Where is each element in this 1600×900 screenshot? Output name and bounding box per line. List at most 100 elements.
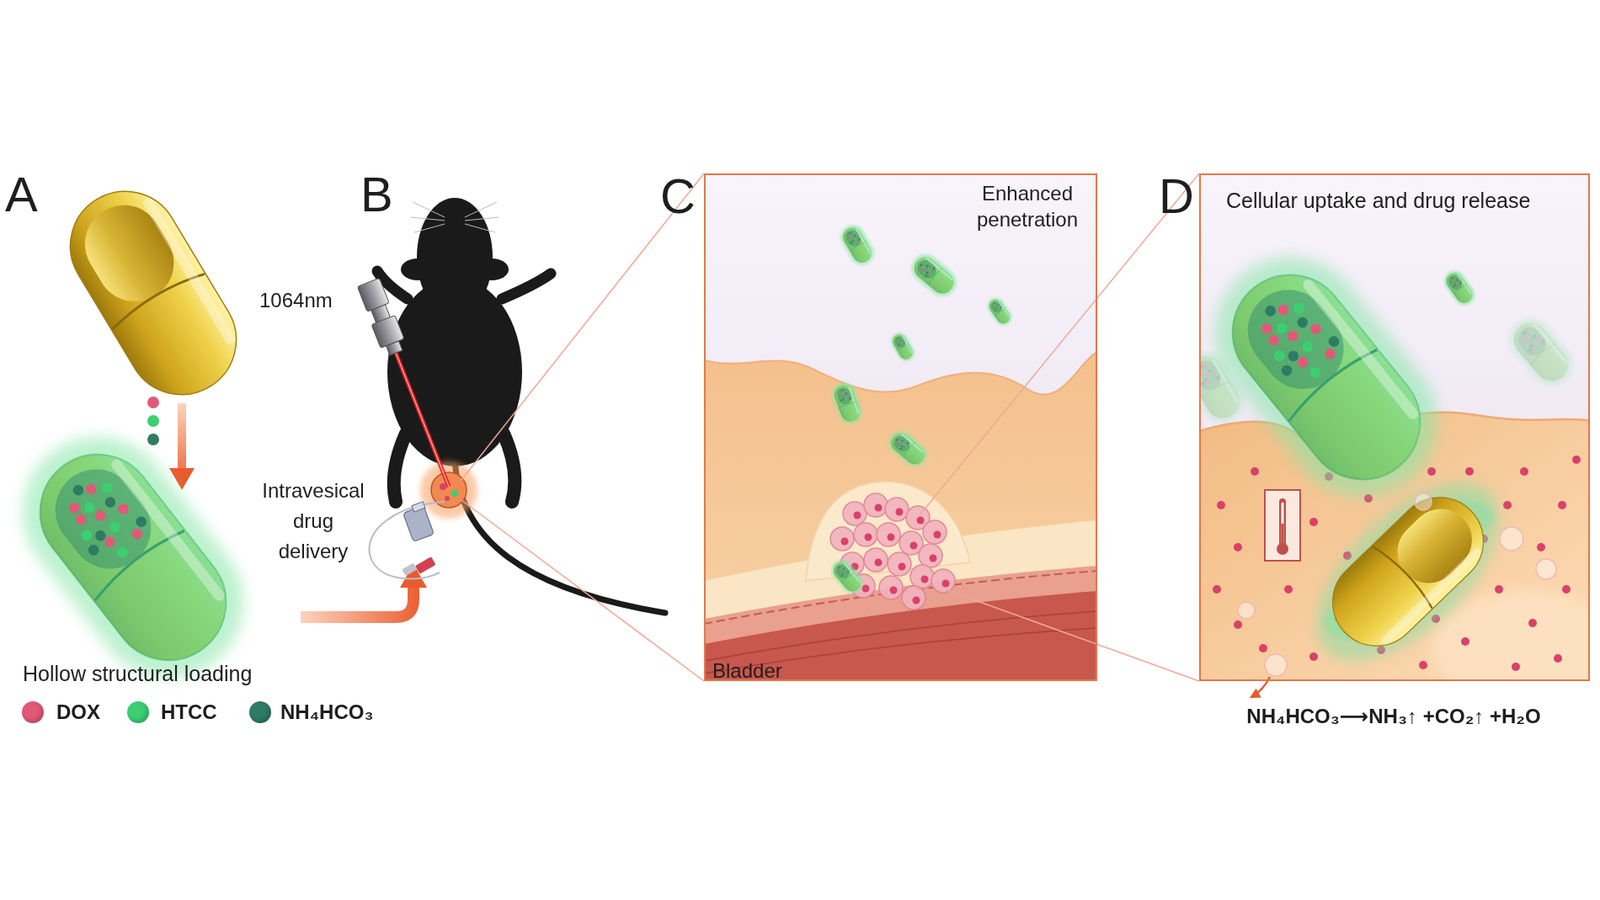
mouse-silhouette — [410, 202, 499, 233]
drug-dots — [1572, 455, 1581, 464]
tumor-cells — [830, 527, 854, 551]
reaction-equation: NH₄HCO₃⟶NH₃↑ +CO₂↑ +H₂O — [1212, 704, 1575, 730]
drug-dots — [1233, 620, 1243, 630]
drug-dots — [874, 504, 883, 512]
small-capsule — [887, 329, 918, 364]
drug-dots — [1284, 585, 1293, 594]
drug-dots — [874, 559, 883, 567]
tumor-cells — [885, 497, 909, 522]
bladder-section — [704, 173, 1098, 682]
drug-dots — [841, 538, 849, 546]
bladder-glow — [439, 483, 447, 491]
small-capsule — [826, 220, 1016, 599]
laser-beam — [395, 352, 449, 487]
legend-label: DOX — [56, 700, 166, 726]
catheter — [401, 563, 417, 577]
zoom-line — [919, 173, 1200, 516]
cargo-dots — [147, 433, 160, 446]
mouse-silhouette — [464, 202, 497, 218]
laser-beam — [395, 352, 449, 487]
panel-heading: Enhanced penetration — [964, 180, 1091, 233]
zoom-line — [944, 589, 1200, 682]
drug-dots — [864, 533, 873, 542]
step-label: Intravesical drug delivery — [258, 475, 368, 567]
drug-dots — [942, 580, 950, 588]
tumor-cells — [910, 565, 934, 589]
drug-dots — [1309, 517, 1318, 527]
mouse-silhouette — [410, 217, 445, 221]
tumor-cells — [922, 520, 947, 544]
bladder-section — [704, 611, 1098, 662]
zoom-line — [461, 173, 704, 682]
legend-swatch — [249, 701, 272, 724]
thermometer-icon — [1264, 490, 1301, 561]
drug-dots — [896, 508, 904, 517]
empty-capsule — [49, 170, 256, 416]
mouse-silhouette — [400, 258, 435, 281]
drug-dots — [1557, 501, 1567, 510]
tumor-cells — [864, 548, 888, 572]
mouse-silhouette — [503, 433, 515, 502]
mouse-silhouette — [416, 197, 493, 316]
drug-dots — [929, 554, 938, 563]
tumor-cells — [887, 552, 912, 576]
catheter — [368, 501, 445, 580]
tumor-cells — [853, 522, 878, 547]
gas-bubble — [1536, 559, 1557, 580]
drug-dots — [1536, 543, 1546, 552]
drug-dots — [1562, 585, 1571, 594]
panel-caption: Hollow structural loading — [22, 661, 310, 687]
drug-dots — [1465, 467, 1474, 476]
bladder-glow — [451, 490, 459, 497]
mouse-silhouette — [412, 202, 445, 218]
catheter — [403, 506, 435, 543]
small-capsule — [883, 426, 933, 473]
drug-dots — [1216, 501, 1226, 510]
polymer-coat — [1286, 451, 1531, 682]
mouse-silhouette — [474, 258, 509, 281]
drug-dots — [1427, 467, 1436, 476]
cell-section — [1199, 226, 1468, 528]
drug-dots — [1250, 467, 1259, 476]
tumor-cells — [901, 586, 926, 610]
gas-bubble — [1237, 602, 1255, 619]
panel-letter: A — [5, 165, 56, 224]
small-capsule — [826, 555, 868, 599]
zoom-line — [919, 173, 1200, 682]
legend-swatch — [21, 701, 44, 724]
legend-swatch — [127, 701, 150, 724]
zoom-line — [461, 500, 704, 682]
drug-dots — [1212, 585, 1222, 594]
catheter — [368, 501, 445, 579]
drug-dots — [862, 585, 870, 593]
gas-bubble — [1499, 527, 1524, 551]
tumor-cells — [876, 522, 901, 547]
drug-dots — [1553, 654, 1563, 663]
drug-dots — [1520, 467, 1529, 476]
drug-dots — [853, 512, 862, 520]
drug-dots — [890, 586, 898, 595]
faded-capsule — [1500, 309, 1583, 395]
panel-letter: C — [660, 166, 703, 226]
drug-dots — [887, 533, 896, 542]
cell-section — [1440, 266, 1480, 310]
laser-device — [356, 277, 408, 358]
small-capsule — [983, 293, 1015, 329]
bladder-section — [704, 520, 1098, 682]
catheter — [415, 556, 437, 575]
legend-label: NH₄HCO₃ — [280, 700, 390, 726]
laser-device — [386, 341, 403, 356]
mouse-silhouette — [454, 458, 666, 614]
bladder-section — [704, 352, 1098, 682]
cargo-dots — [147, 396, 160, 409]
drug-dots — [1528, 618, 1537, 628]
mouse-silhouette — [414, 224, 445, 233]
delivery-arrow — [300, 584, 414, 618]
thermometer-icon — [1264, 490, 1301, 561]
panel-box: DCellular uptake and drug release — [1199, 173, 1590, 682]
drug-dots — [1418, 661, 1428, 670]
gas-bubble — [1264, 654, 1287, 677]
drug-dots — [1309, 652, 1318, 662]
tumor-cells — [918, 544, 943, 568]
catheter — [411, 501, 426, 512]
